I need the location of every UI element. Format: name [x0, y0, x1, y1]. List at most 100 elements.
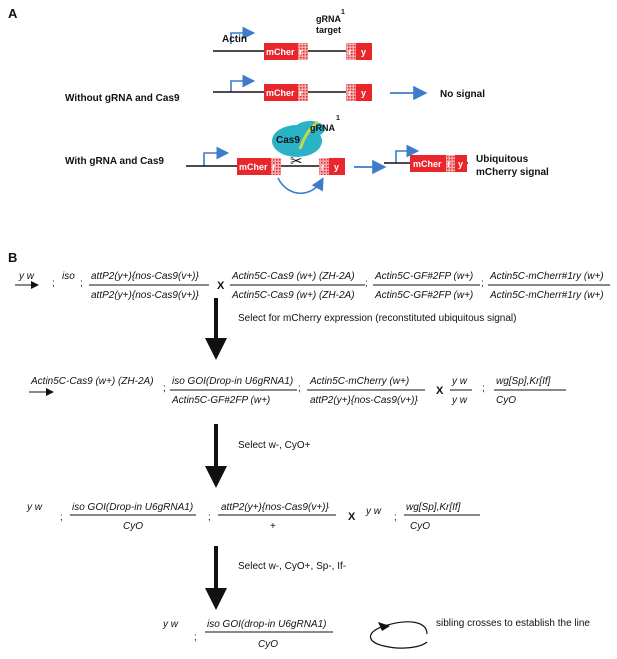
- separator: ;: [394, 512, 397, 523]
- fraction-numerator: Actin5C-mCherry (w+): [309, 376, 409, 387]
- mcherry-block: [410, 155, 446, 172]
- fraction-denominator: Actin5C-GF#2FP (w+): [171, 395, 270, 406]
- r-label-right: r: [348, 47, 352, 57]
- separator: ;: [52, 278, 55, 289]
- promoter-arrow: [230, 74, 256, 92]
- repair-arc-arrow: [277, 177, 324, 194]
- selection-step-3: Select w-, CyO+, Sp-, If-: [238, 561, 346, 572]
- y-label: y: [361, 47, 366, 57]
- fraction-numerator: iso GOI(Drop-in U6gRNA1): [72, 502, 193, 513]
- repeat-block-left: [271, 158, 281, 175]
- repeat-block-left: [298, 84, 308, 101]
- actin-label: Actin: [222, 34, 247, 45]
- r-label-right: r: [348, 88, 352, 98]
- promoter-arrow: [203, 146, 230, 166]
- y-block: [356, 84, 372, 101]
- fraction-denominator: +: [270, 521, 276, 532]
- r-label-right: r: [321, 162, 325, 172]
- with-label: With gRNA and Cas9: [65, 156, 164, 167]
- separator: ;: [482, 383, 485, 394]
- fraction-numerator: y w: [451, 376, 468, 387]
- sibling-cross-note: sibling crosses to establish the line: [436, 618, 590, 629]
- y-block: [356, 43, 372, 60]
- fraction-numerator: wg[Sp],Kr[If]: [406, 502, 461, 513]
- construct-row-1: Actin mCher r gRNA 1 target r y: [213, 9, 372, 60]
- final-line: y w ; iso GOI(drop-in U6gRNA1) CyO sibli…: [162, 618, 590, 650]
- cross-symbol: X: [348, 511, 356, 523]
- grna-target-sup: 1: [341, 9, 345, 16]
- fraction-denominator: CyO: [496, 395, 516, 406]
- mcherry-label: mCher: [266, 88, 295, 98]
- mcherry-block: [264, 84, 298, 101]
- cas9-label: Cas9: [276, 135, 300, 146]
- mcherry-block: [237, 158, 271, 175]
- separator: ;: [481, 278, 484, 289]
- fraction-denominator: CyO: [123, 521, 143, 532]
- fraction-denominator: attP2(y+){nos-Cas9(v+)}: [91, 290, 199, 301]
- fraction-denominator: Actin5C-Cas9 (w+) (ZH-2A): [231, 290, 355, 301]
- selection-arrow-head: [205, 588, 227, 610]
- genotype-yw: y w: [365, 506, 382, 517]
- fraction-numerator: wg[Sp],Kr[If]: [496, 376, 551, 387]
- repeat-block: [446, 155, 455, 172]
- fraction-denominator: Actin5C-mCherr#1ry (w+): [489, 290, 604, 301]
- grna-target-label-1: gRNA: [316, 14, 341, 24]
- sibling-cross-loop-icon: [369, 621, 428, 649]
- genotype-yw: y w: [26, 502, 43, 513]
- r-label: r: [447, 159, 451, 169]
- separator: ;: [365, 278, 368, 289]
- repeat-block-right: [319, 158, 329, 175]
- fraction-numerator: Actin5C-Cas9 (w+) (ZH-2A): [231, 271, 355, 282]
- no-signal-label: No signal: [440, 89, 485, 100]
- genotype-lead: Actin5C-Cas9 (w+) (ZH-2A): [30, 376, 154, 387]
- fraction-numerator: attP2(y+){nos-Cas9(v+)}: [91, 271, 199, 282]
- selection-step-2: Select w-, CyO+: [238, 440, 311, 451]
- genotype-yw: y w: [18, 271, 35, 282]
- fraction-denominator: Actin5C-GF#2FP (w+): [374, 290, 473, 301]
- y-block: [329, 158, 345, 175]
- fraction-denominator: attP2(y+){nos-Cas9(v+)}: [310, 395, 418, 406]
- separator: ;: [298, 383, 301, 394]
- mcherry-label: mCher: [413, 159, 442, 169]
- mcherry-block: [264, 43, 298, 60]
- selection-step-1: Select for mCherry expression (reconstit…: [238, 313, 516, 324]
- grna-sup: 1: [336, 115, 340, 122]
- panel-a-label: A: [8, 6, 18, 21]
- separator: ;: [208, 512, 211, 523]
- loop-arrowhead-icon: [378, 622, 390, 631]
- fraction-numerator: Actin5C-GF#2FP (w+): [374, 271, 473, 282]
- scissors-icon: ✂: [290, 153, 303, 170]
- mcherry-label: mCher: [239, 162, 268, 172]
- grna-target-label-2: target: [316, 25, 341, 35]
- repeat-block-left: [298, 43, 308, 60]
- fraction-denominator: CyO: [258, 639, 278, 650]
- cross-symbol: X: [217, 280, 225, 292]
- cross-1: y w ; iso ; attP2(y+){nos-Cas9(v+)} attP…: [15, 271, 610, 301]
- r-label-left: r: [299, 88, 303, 98]
- y-block: [455, 155, 467, 172]
- separator: ;: [60, 512, 63, 523]
- construct-row-3: With gRNA and Cas9 Cas9 gRNA 1 ✂ mCher r…: [65, 115, 549, 194]
- fraction-numerator: iso GOI(Drop-in U6gRNA1): [172, 376, 293, 387]
- fraction-numerator: Actin5C-mCherr#1ry (w+): [489, 271, 604, 282]
- grna-label: gRNA: [310, 123, 335, 133]
- repeat-block-right: [346, 84, 356, 101]
- fraction-denominator: CyO: [410, 521, 430, 532]
- y-label: y: [361, 88, 366, 98]
- ubiquitous-label-1: Ubiquitous: [476, 154, 529, 165]
- separator: ;: [80, 278, 83, 289]
- cross-2: Actin5C-Cas9 (w+) (ZH-2A) ; iso GOI(Drop…: [29, 376, 566, 406]
- cross-3: y w ; iso GOI(Drop-in U6gRNA1) CyO ; att…: [26, 502, 480, 532]
- genotype-yw: y w: [162, 619, 179, 630]
- fraction-numerator: attP2(y+){nos-Cas9(v+)}: [221, 502, 329, 513]
- genotype-iso: iso: [62, 271, 75, 282]
- mcherry-label: mCher: [266, 47, 295, 57]
- selection-arrow-head: [205, 338, 227, 360]
- grna-strand-icon: [298, 120, 319, 150]
- selection-arrow-head: [205, 466, 227, 488]
- promoter-arrow: [230, 26, 256, 44]
- fraction-numerator: iso GOI(drop-in U6gRNA1): [207, 619, 326, 630]
- promoter-arrow: [395, 144, 420, 163]
- construct-row-2: Without gRNA and Cas9 mCher r r y No sig…: [65, 74, 485, 104]
